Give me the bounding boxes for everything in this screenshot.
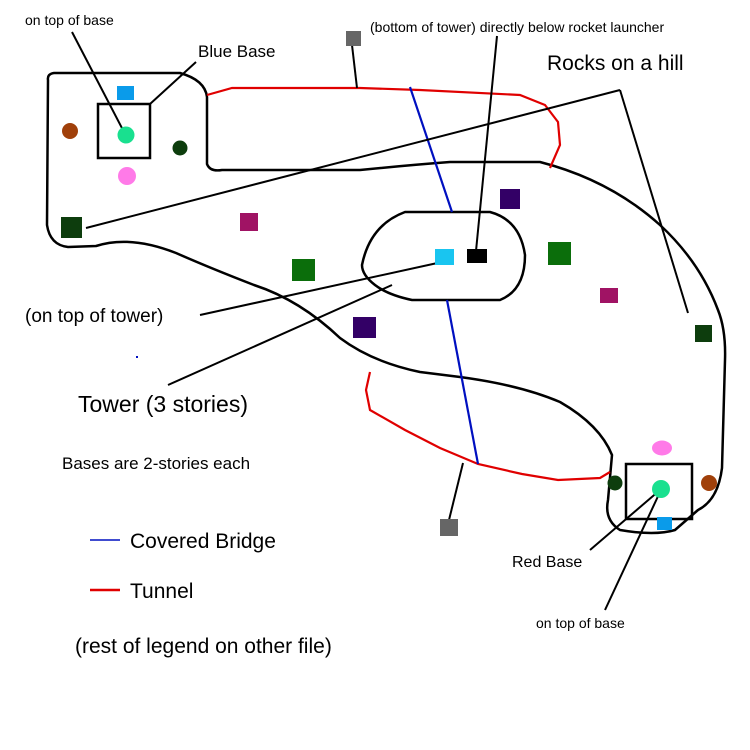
legend-tunnel-label: Tunnel <box>130 580 193 603</box>
label-tower-bottom: (bottom of tower) directly below rocket … <box>370 19 664 35</box>
tower-outline <box>360 210 527 302</box>
blue-base-spawn-marker <box>117 86 134 100</box>
blue-base-rust-marker <box>62 123 78 139</box>
tower-bottom-marker <box>467 249 487 263</box>
tunnel-top <box>206 86 562 169</box>
leader-rocks-left <box>85 89 621 229</box>
blue-base-pink-marker <box>118 167 136 185</box>
tunnel-entrance-top-marker <box>346 31 361 46</box>
leader-rocks-right <box>619 89 689 314</box>
label-on-top-of-base-blue: on top of base <box>25 12 114 28</box>
maroon-marker-right <box>600 288 618 303</box>
label-rocks-on-hill: Rocks on a hill <box>547 52 684 75</box>
leader-tower-bottom <box>475 35 498 252</box>
red-base-rust-marker <box>701 475 717 491</box>
label-on-top-of-tower: (on top of tower) <box>25 306 163 327</box>
rock-marker-right <box>695 325 712 342</box>
green-marker-right <box>548 242 571 265</box>
maroon-marker-left <box>240 213 258 231</box>
leader-tunnel-entrance-top <box>351 44 358 89</box>
leader-tower <box>167 284 393 386</box>
tunnel-entrance-bottom-marker <box>440 519 458 536</box>
red-base-dark-green-marker <box>607 475 623 491</box>
leader-on-top-of-tower <box>199 261 443 316</box>
green-marker-left <box>292 259 315 281</box>
covered-bridge-top <box>408 86 454 213</box>
leader-red-base <box>589 489 661 551</box>
label-blue-base: Blue Base <box>198 42 276 61</box>
tower-top-marker <box>435 249 454 265</box>
label-bases-note: Bases are 2-stories each <box>62 454 250 473</box>
legend-rest-note: (rest of legend on other file) <box>75 635 332 658</box>
red-base-spawn-marker <box>657 517 672 530</box>
stray-dot <box>136 356 138 358</box>
covered-bridge-bottom <box>445 299 480 465</box>
leader-tunnel-entrance-bottom <box>448 462 464 521</box>
blue-base-dark-green-marker <box>172 140 188 156</box>
tunnel-bottom <box>364 371 611 482</box>
rock-marker-left <box>61 217 82 238</box>
indigo-marker-bottom <box>353 317 376 338</box>
legend-covered-bridge-label: Covered Bridge <box>130 530 276 553</box>
blue-base-top-marker <box>117 126 135 144</box>
label-tower: Tower (3 stories) <box>78 391 248 417</box>
map-outline <box>45 71 727 535</box>
blue-base-box <box>96 102 152 160</box>
leader-blue-base <box>149 61 197 105</box>
red-base-pink-marker <box>652 440 672 456</box>
red-base-top-marker <box>652 480 670 498</box>
leader-on-top-of-base-blue <box>71 31 125 133</box>
label-on-top-of-base-red: on top of base <box>536 615 625 631</box>
legend: Covered Bridge Tunnel (rest of legend on… <box>75 530 332 658</box>
leader-on-top-of-base-red <box>604 491 661 611</box>
indigo-marker-top <box>500 189 520 209</box>
label-red-base: Red Base <box>512 554 582 571</box>
